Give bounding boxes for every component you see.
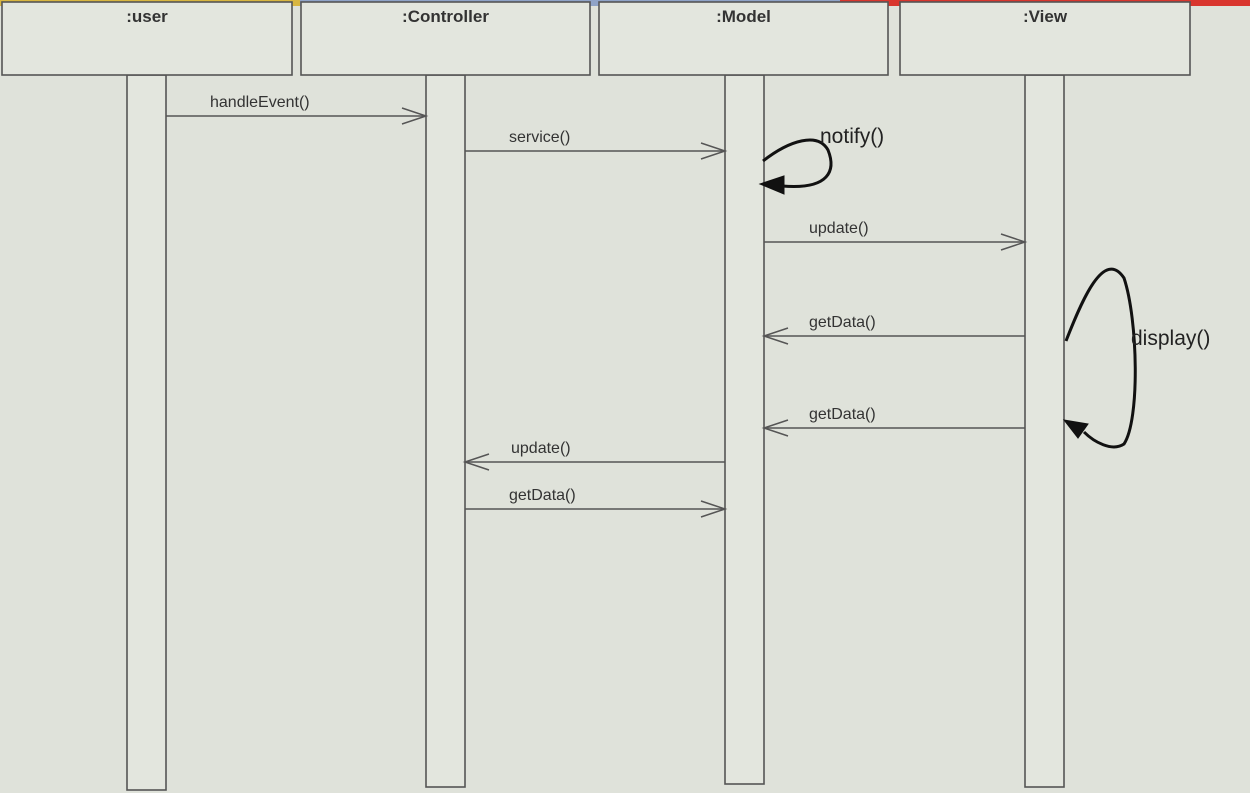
object-label-0: :user — [126, 7, 168, 26]
arrowhead-icon — [758, 175, 785, 195]
arrowhead-icon — [700, 142, 728, 160]
message-label: getData() — [509, 487, 576, 504]
lifeline-2 — [724, 74, 765, 785]
message-label: getData() — [809, 314, 876, 331]
self-loop-line — [762, 138, 833, 189]
object-label-2: :Model — [716, 7, 771, 26]
message-2: update() — [764, 220, 1028, 251]
object-label-1: :Controller — [402, 7, 489, 26]
lifeline-0 — [126, 74, 167, 791]
lifeline-1 — [425, 74, 466, 788]
object-box-1 — [300, 1, 591, 76]
object-box-2 — [598, 1, 889, 76]
lifeline-3 — [1024, 74, 1065, 788]
arrowhead-icon — [700, 500, 728, 518]
message-label: update() — [809, 220, 869, 237]
arrowhead-icon — [761, 327, 789, 345]
arrowhead-icon — [1000, 233, 1028, 251]
message-0: handleEvent() — [166, 94, 429, 125]
message-5: update() — [462, 440, 725, 471]
self-message-label: display() — [1131, 327, 1210, 350]
self-message-0: notify() — [758, 125, 884, 195]
message-label: service() — [509, 129, 570, 146]
object-box-0 — [1, 1, 293, 76]
message-1: service() — [465, 129, 728, 160]
message-6: getData() — [465, 487, 728, 518]
arrowhead-icon — [462, 453, 490, 471]
object-label-3: :View — [1023, 7, 1068, 26]
self-message-label: notify() — [820, 125, 884, 148]
self-message-1: display() — [1062, 267, 1210, 449]
arrowhead-icon — [761, 419, 789, 437]
self-loop-line — [1064, 267, 1137, 449]
arrowhead-icon — [401, 107, 429, 125]
message-label: getData() — [809, 406, 876, 423]
message-3: getData() — [761, 314, 1025, 345]
message-label: update() — [511, 440, 571, 457]
message-4: getData() — [761, 406, 1025, 437]
arrowhead-icon — [1062, 419, 1089, 439]
object-box-3 — [899, 1, 1191, 76]
message-label: handleEvent() — [210, 94, 310, 111]
